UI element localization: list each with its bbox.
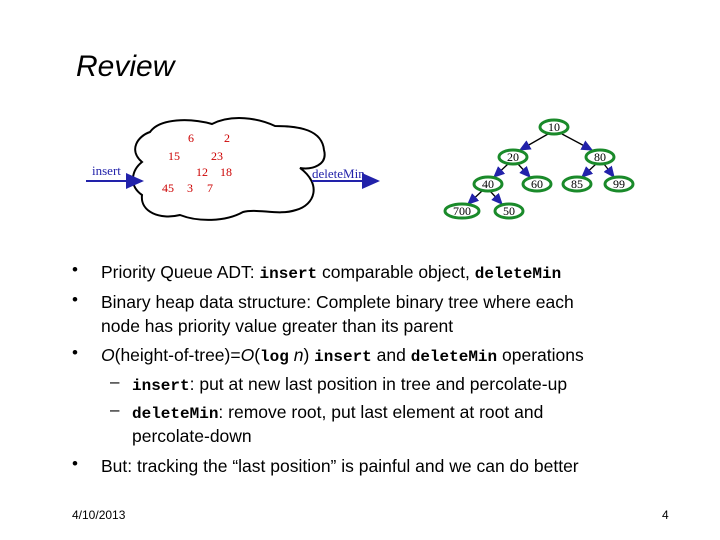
bullet-marker: • <box>72 454 78 473</box>
sub-bullet-marker: – <box>110 400 120 419</box>
blob-number: 18 <box>220 165 232 179</box>
blob-number: 15 <box>168 149 180 163</box>
heap-edge <box>603 163 615 179</box>
blob-number: 23 <box>211 149 223 163</box>
bullet-complexity: O(height-of-tree)=O(log n) insert and de… <box>101 345 584 366</box>
heap-node <box>472 175 504 193</box>
heap-edge <box>467 190 483 205</box>
blob-number: 12 <box>196 165 208 179</box>
slide-title: Review <box>76 50 175 83</box>
heap-node <box>521 175 553 193</box>
heap-edge <box>489 190 503 205</box>
blob-number: 6 <box>188 131 194 145</box>
heap-node-label: 10 <box>548 120 560 134</box>
heap-node <box>497 148 529 166</box>
heap-node-label: 85 <box>571 177 583 191</box>
heap-node <box>561 175 593 193</box>
sub-bullet-insert: insert: put at new last position in tree… <box>132 374 568 395</box>
footer-date: 4/10/2013 <box>72 508 126 522</box>
bullet-marker: • <box>72 290 78 309</box>
sub-bullet-deletemin-cont: percolate-down <box>132 426 252 446</box>
bullet-binary-heap-cont: node has priority value greater than its… <box>101 316 454 336</box>
heap-edge <box>581 163 597 178</box>
heap-node-label: 20 <box>507 150 519 164</box>
heap-node-label: 99 <box>613 177 625 191</box>
heap-node <box>584 148 616 166</box>
heap-node <box>443 202 481 220</box>
heap-edge <box>561 133 594 151</box>
bullet-marker: • <box>72 260 78 279</box>
heap-node <box>493 202 525 220</box>
sub-bullet-deletemin: deleteMin: remove root, put last element… <box>132 402 544 423</box>
heap-node-label: 700 <box>453 204 471 218</box>
heap-node-label: 50 <box>503 204 515 218</box>
figure: 6 2 15 23 12 18 45 3 7 insert deleteMin <box>86 117 635 221</box>
heap-node-label: 40 <box>482 177 494 191</box>
blob-number: 2 <box>224 131 230 145</box>
heap-edge <box>493 163 509 178</box>
page-number: 4 <box>662 508 669 522</box>
blob-number: 7 <box>207 181 213 195</box>
heap-node-label: 80 <box>594 150 606 164</box>
heap-node-label: 60 <box>531 177 543 191</box>
bullet-binary-heap: Binary heap data structure: Complete bin… <box>101 292 574 312</box>
deletemin-label: deleteMin <box>312 166 365 181</box>
bullet-priority-queue: Priority Queue ADT: insert comparable ob… <box>101 262 562 283</box>
blob-number: 45 <box>162 181 174 195</box>
heap-edge <box>517 163 531 178</box>
bullet-last-position: But: tracking the “last position” is pai… <box>101 456 579 476</box>
insert-label: insert <box>92 163 121 178</box>
sub-bullet-marker: – <box>110 372 120 391</box>
heap-edge <box>518 133 549 151</box>
blob-number: 3 <box>187 181 193 195</box>
heap-node <box>538 118 570 136</box>
bullet-marker: • <box>72 343 78 362</box>
heap-node <box>603 175 635 193</box>
